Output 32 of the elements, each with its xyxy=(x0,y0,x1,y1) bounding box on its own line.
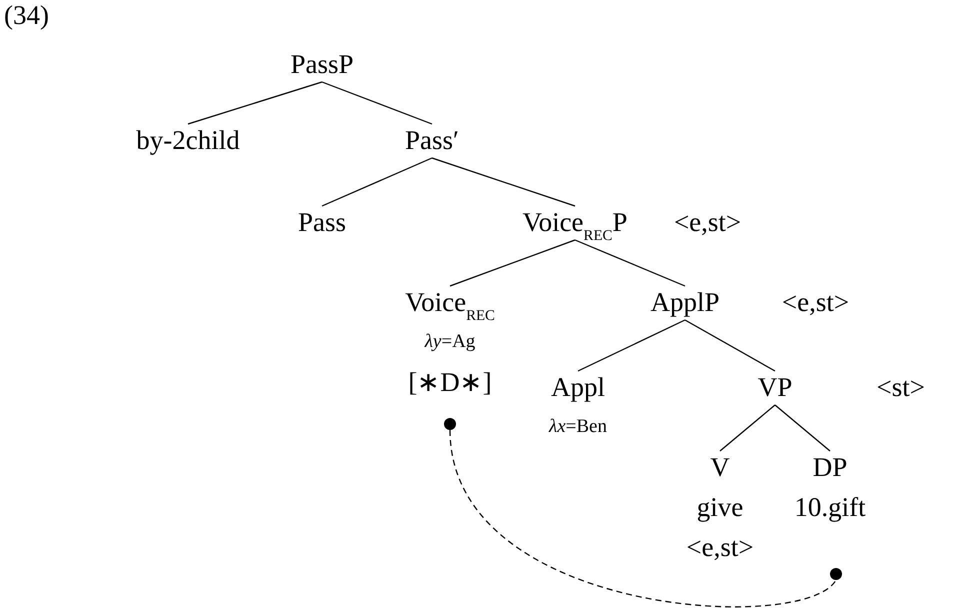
tree-branch xyxy=(322,157,432,207)
example-number: (34) xyxy=(4,2,49,29)
node-label: ApplP xyxy=(650,286,720,319)
node-annotation: λx=Ben xyxy=(549,415,607,439)
node-label: PassP xyxy=(290,48,354,81)
node-annotation: <e,st> xyxy=(686,531,754,564)
node-label: DP xyxy=(812,451,848,484)
node-label: by-2child xyxy=(136,124,240,157)
node-label: Voice$_{REC}$P xyxy=(522,206,628,242)
node-annotation: λy=Ag xyxy=(424,330,476,354)
tree-branch xyxy=(574,239,686,287)
node-label: Appl xyxy=(551,371,605,404)
tree-branch xyxy=(322,81,432,125)
node-label: Pass xyxy=(298,206,346,239)
tree-branch xyxy=(720,404,776,452)
type-label: <e,st> xyxy=(782,286,850,319)
tree-branch xyxy=(684,319,776,372)
node-annotation: 10.gift xyxy=(794,491,866,524)
type-label: <e,st> xyxy=(674,206,742,239)
tree-branch xyxy=(578,319,686,372)
tree-branch xyxy=(188,81,322,125)
tree-branch xyxy=(774,404,830,452)
node-label: VP xyxy=(758,371,792,404)
node-annotation: [∗D∗] xyxy=(408,366,492,399)
node-annotation: give xyxy=(696,491,744,524)
dashed-connector xyxy=(449,430,836,608)
tree-branch xyxy=(450,239,576,287)
tree-branch xyxy=(432,157,576,207)
node-label: Voice$_{REC}$ xyxy=(405,286,495,322)
node-label: Pass′ xyxy=(405,124,459,157)
node-label: V xyxy=(710,451,730,484)
type-label: <st> xyxy=(876,371,925,404)
